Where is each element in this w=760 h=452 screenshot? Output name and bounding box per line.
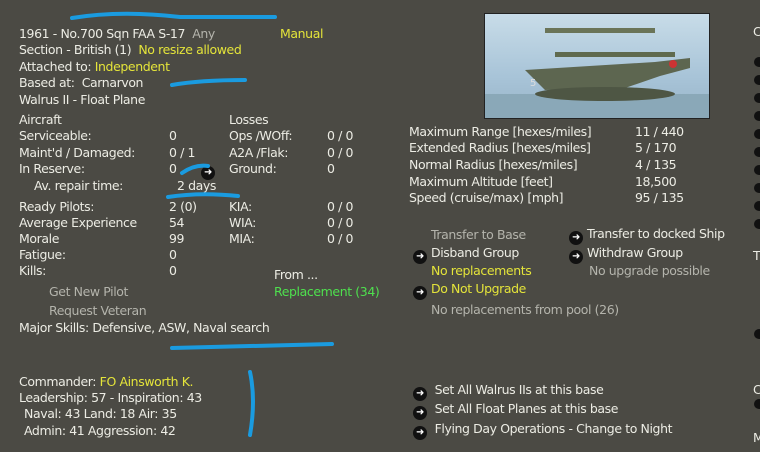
- stat-value: 18,500: [635, 174, 677, 189]
- do-not-upgrade-button[interactable]: ➜Do Not Upgrade: [413, 281, 526, 300]
- stat-value: 4 / 135: [635, 157, 677, 172]
- from-label: From ...: [274, 267, 318, 282]
- aircraft-title: Aircraft: [19, 112, 62, 127]
- get-new-pilot-button[interactable]: Get New Pilot: [49, 284, 129, 299]
- transfer-to-base-button[interactable]: Transfer to Base: [431, 227, 526, 242]
- loss-label: WIA:: [229, 215, 256, 230]
- arrow-icon: ➜: [413, 250, 427, 264]
- set-all-float-button[interactable]: ➜ Set All Float Planes at this base: [413, 401, 618, 420]
- transfer-to-ship-button[interactable]: ➜Transfer to docked Ship: [569, 226, 725, 245]
- serviceable-label: Serviceable:: [19, 128, 92, 143]
- edge-text: M: [753, 430, 760, 445]
- loss-label: Ops /WOff:: [229, 128, 293, 143]
- loss-value: 0 / 0: [327, 199, 354, 214]
- pilot-value: 2 (0): [169, 199, 197, 214]
- pilot-value: 54: [169, 215, 185, 230]
- loss-value: 0 / 0: [327, 145, 354, 160]
- loss-label: KIA:: [229, 199, 252, 214]
- request-veteran-button[interactable]: Request Veteran: [49, 303, 147, 318]
- stat-value: 5 / 170: [635, 140, 677, 155]
- flying-operations-button[interactable]: ➜ Flying Day Operations - Change to Nigh…: [413, 421, 673, 440]
- pilot-value: 99: [169, 231, 185, 246]
- aircraft-image: 5: [484, 13, 710, 119]
- arrow-icon: ➜: [569, 231, 583, 245]
- arrow-icon: ➜: [413, 406, 427, 420]
- loss-value: 0 / 0: [327, 128, 354, 143]
- pilot-label: Morale: [19, 231, 59, 246]
- loss-value: 0: [327, 161, 335, 176]
- stat-label: Extended Radius [hexes/miles]: [409, 140, 591, 155]
- pilot-label: Ready Pilots:: [19, 199, 95, 214]
- attached-link[interactable]: Independent: [94, 59, 170, 74]
- loss-label: A2A /Flak:: [229, 145, 289, 160]
- set-all-walrus-button[interactable]: ➜ Set All Walrus IIs at this base: [413, 382, 604, 401]
- stat-value: 95 / 135: [635, 190, 684, 205]
- stat-label: Normal Radius [hexes/miles]: [409, 157, 578, 172]
- pilot-value: 0: [169, 247, 177, 262]
- mode-toggle[interactable]: Manual: [280, 26, 324, 41]
- based: Based at: Carnarvon: [19, 75, 144, 90]
- arrow-icon: ➜: [413, 286, 427, 300]
- replacements-toggle[interactable]: No replacements: [431, 263, 532, 278]
- damaged-value: 0 / 1: [169, 145, 196, 160]
- loss-label: Ground:: [229, 161, 277, 176]
- damaged-label: Maint'd / Damaged:: [19, 145, 135, 160]
- arrow-icon: ➜: [413, 426, 427, 440]
- pool-status[interactable]: No replacements from pool (26): [431, 302, 619, 317]
- commander: Commander: FO Ainsworth K.: [19, 374, 194, 389]
- commander-name-link[interactable]: FO Ainsworth K.: [99, 374, 194, 389]
- pilot-value: 0: [169, 263, 177, 278]
- commander-stats-3: Admin: 41 Aggression: 42: [24, 423, 176, 438]
- repair-label: Av. repair time:: [34, 178, 123, 193]
- repair-value: 2 days: [177, 178, 217, 193]
- stat-value: 11 / 440: [635, 124, 684, 139]
- loss-value: 0 / 0: [327, 215, 354, 230]
- attached: Attached to: Independent: [19, 59, 170, 74]
- major-skills: Major Skills: Defensive, ASW, Naval sear…: [19, 320, 270, 335]
- disband-group-button[interactable]: ➜Disband Group: [413, 245, 519, 264]
- losses-title: Losses: [229, 112, 269, 127]
- arrow-icon: ➜: [413, 387, 427, 401]
- svg-text:5: 5: [530, 78, 536, 89]
- upgrade-status: No upgrade possible: [589, 263, 710, 278]
- stat-label: Maximum Range [hexes/miles]: [409, 124, 592, 139]
- edge-text: C: [753, 382, 760, 397]
- arrow-icon: ➜: [569, 250, 583, 264]
- loss-value: 0 / 0: [327, 231, 354, 246]
- pilot-label: Average Experience: [19, 215, 137, 230]
- unit-name: 1961 - No.700 Sqn FAA S-17 Any: [19, 26, 215, 41]
- pilot-label: Fatigue:: [19, 247, 66, 262]
- edge-text: T: [753, 248, 760, 263]
- aircraft-type: Walrus II - Float Plane: [19, 92, 145, 107]
- commander-stats-1: Leadership: 57 - Inspiration: 43: [19, 390, 202, 405]
- loss-label: MIA:: [229, 231, 255, 246]
- stat-label: Maximum Altitude [feet]: [409, 174, 553, 189]
- section: Section - British (1) No resize allowed: [19, 42, 242, 57]
- reserve-value: 0: [169, 161, 177, 176]
- serviceable-value: 0: [169, 128, 177, 143]
- withdraw-group-button[interactable]: ➜Withdraw Group: [569, 245, 683, 264]
- reserve-label: In Reserve:: [19, 161, 85, 176]
- replacement-link[interactable]: Replacement (34): [274, 284, 380, 299]
- edge-text: C: [753, 24, 760, 39]
- stat-label: Speed (cruise/max) [mph]: [409, 190, 564, 205]
- pilot-label: Kills:: [19, 263, 46, 278]
- commander-stats-2: Naval: 43 Land: 18 Air: 35: [24, 406, 177, 421]
